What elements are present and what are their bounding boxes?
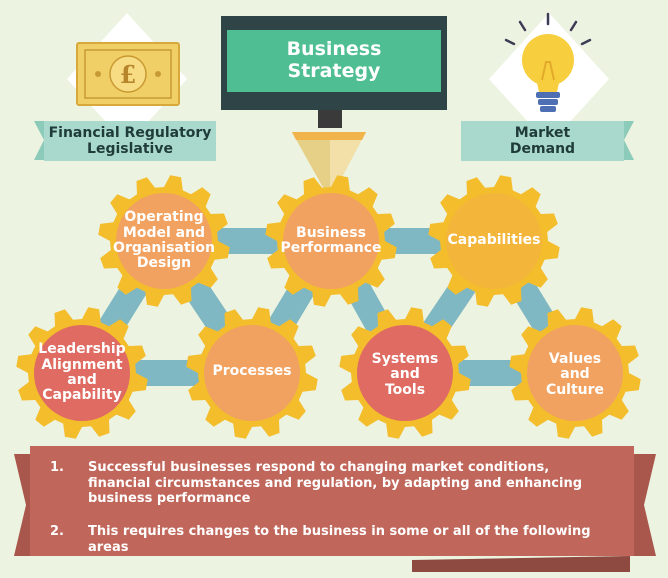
gear-label-business-performance: Business Performance xyxy=(280,224,382,256)
gear-processes xyxy=(186,307,318,439)
notes-banner xyxy=(14,446,656,572)
gear-capabilities xyxy=(428,175,560,307)
gear-leadership xyxy=(16,307,148,439)
note-2: 2. This requires changes to the business… xyxy=(50,524,610,555)
left-ribbon xyxy=(34,121,216,161)
pound-symbol: £ xyxy=(119,59,137,89)
market-demand-label: Market Demand xyxy=(509,124,576,157)
business-strategy-title: Business Strategy xyxy=(286,38,382,82)
note-1: 1. Successful businesses respond to chan… xyxy=(50,460,610,512)
note-2-number: 2. xyxy=(50,524,64,539)
pen-nib xyxy=(292,110,366,200)
gear-label-values-culture: Values and Culture xyxy=(545,350,605,398)
note-1-number: 1. xyxy=(50,460,64,475)
lightbulb-icon xyxy=(504,12,592,112)
gear-label-operating-model: Operating Model and Organisation Design xyxy=(113,209,215,272)
gear-label-systems-tools: Systems and Tools xyxy=(371,350,439,398)
gear-network xyxy=(16,175,641,439)
gear-values-culture xyxy=(509,307,641,439)
gear-business-performance xyxy=(265,175,397,307)
note-1-text: Successful businesses respond to changin… xyxy=(88,460,583,507)
banknote-icon xyxy=(76,42,180,106)
note-2-text: This requires changes to the business in… xyxy=(88,524,591,555)
gear-label-capabilities: Capabilities xyxy=(447,232,541,249)
gear-systems-tools xyxy=(339,307,471,439)
gear-operating-model xyxy=(98,175,230,307)
title-box xyxy=(227,30,441,92)
right-ribbon xyxy=(461,121,634,161)
gear-label-leadership: Leadership Alignment and Capability xyxy=(38,341,126,404)
gear-label-processes: Processes xyxy=(212,363,292,380)
financial-regulatory-label: Financial Regulatory Legislative xyxy=(48,124,212,157)
